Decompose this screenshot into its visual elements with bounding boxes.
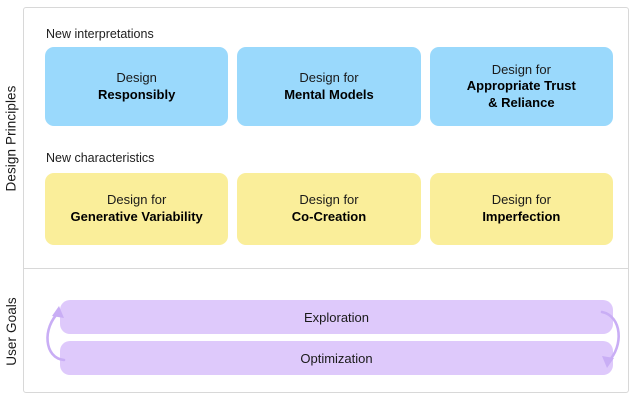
section-heading-new-interpretations: New interpretations	[46, 27, 154, 41]
card-prefix: Design for	[491, 61, 551, 77]
card-title: Appropriate Trust & Reliance	[466, 78, 576, 110]
card-design-for-co-creation[interactable]: Design for Co-Creation	[237, 173, 421, 245]
goal-bar-label: Exploration	[303, 309, 370, 325]
axis-label-design-principles: Design Principles	[0, 8, 22, 268]
card-title: Responsibly	[98, 86, 176, 102]
card-title: Imperfection	[482, 209, 561, 224]
goal-bar-label: Optimization	[300, 350, 373, 366]
axis-label-design-principles-text: Design Principles	[3, 85, 19, 191]
card-prefix: Design for	[491, 192, 551, 208]
card-design-responsibly[interactable]: Design Responsibly	[45, 47, 229, 126]
card-prefix: Design for	[107, 192, 167, 208]
card-design-for-mental-models[interactable]: Design for Mental Models	[237, 47, 421, 126]
card-row-new-characteristics: Design for Generative Variability Design…	[45, 173, 613, 245]
axis-label-user-goals: User Goals	[0, 269, 22, 393]
card-title: Mental Models	[284, 86, 374, 102]
card-title: Co-Creation	[291, 209, 367, 224]
card-design-for-appropriate-trust-and-reliance[interactable]: Design for Appropriate Trust & Reliance	[429, 47, 613, 126]
goal-bar-optimization[interactable]: Optimization	[60, 341, 613, 375]
card-design-for-generative-variability[interactable]: Design for Generative Variability	[45, 173, 229, 245]
card-prefix: Design	[116, 69, 157, 85]
card-design-for-imperfection[interactable]: Design for Imperfection	[429, 173, 613, 245]
axis-label-user-goals-text: User Goals	[3, 296, 19, 366]
card-title: Generative Variability	[70, 209, 203, 224]
goal-bar-exploration[interactable]: Exploration	[60, 300, 613, 334]
section-heading-new-characteristics: New characteristics	[46, 151, 155, 165]
band-divider	[23, 268, 629, 269]
card-row-new-interpretations: Design Responsibly Design for Mental Mod…	[45, 47, 613, 126]
card-prefix: Design for	[299, 69, 359, 85]
card-prefix: Design for	[299, 192, 359, 208]
